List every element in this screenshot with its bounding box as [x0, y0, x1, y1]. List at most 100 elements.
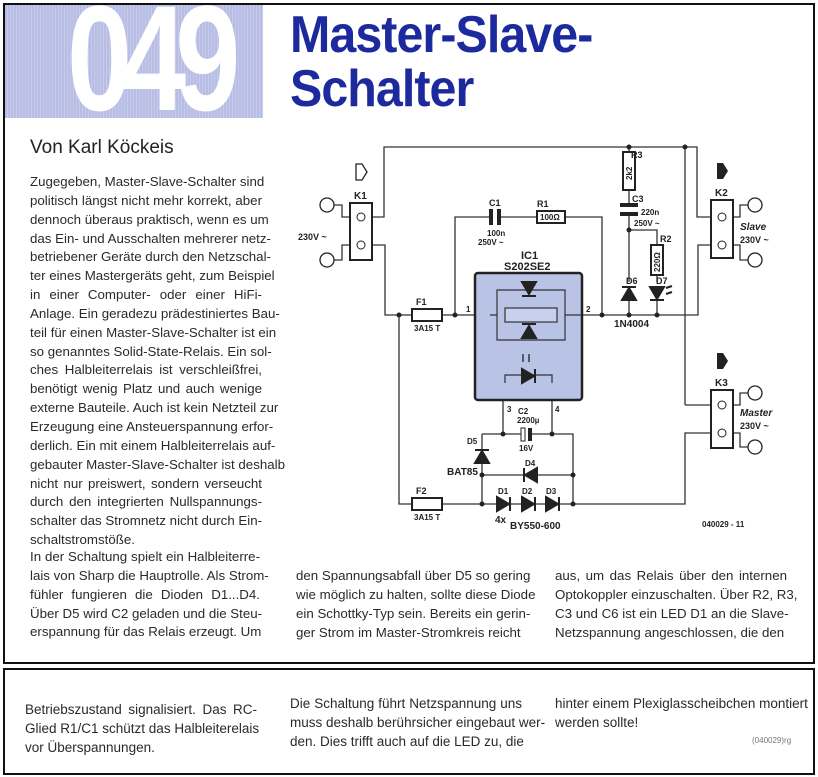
text-line: derlich. Ein mit einem Halbleiterrelais … — [30, 437, 276, 453]
text-line: Netzspannung angeschlossen, die den — [555, 624, 785, 640]
text-line: C3 und C6 ist ein LED D1 an die Slave- — [555, 605, 789, 621]
continuation-column-3: hinter einem Plexiglasscheibchen montier… — [555, 694, 808, 732]
label-c3-voltage: 250V ~ — [634, 219, 660, 228]
label-d4: D4 — [525, 459, 536, 468]
article-frame — [3, 3, 815, 664]
text-line: wie möglich zu halten, sollte diese Diod… — [296, 586, 536, 602]
label-diode-count: 4x — [495, 515, 507, 526]
label-230v-slave: 230V ~ — [740, 235, 769, 245]
text-line: Die Schaltung führt Netzspannung uns — [290, 696, 522, 711]
text-line: nicht nur preiswert, sondern verseucht — [30, 475, 262, 491]
text-line: hinter einem Plexiglasscheibchen montier… — [555, 696, 808, 711]
label-r2-value: 220Ω — [653, 252, 662, 272]
label-c3-value: 220n — [641, 208, 659, 217]
text-line: vor Überspannungen. — [25, 739, 155, 755]
label-c2-voltage: 16V — [519, 444, 534, 453]
fuse-f1 — [411, 308, 443, 322]
label-f2: F2 — [416, 486, 427, 496]
label-230v-master: 230V ~ — [740, 421, 769, 431]
byline: Von Karl Köckeis — [30, 137, 174, 158]
label-c1: C1 — [489, 198, 501, 208]
label-r3-value: 2k2 — [625, 166, 634, 180]
label-f2-value: 3A15 T — [414, 513, 440, 522]
label-d1: D1 — [498, 487, 509, 496]
label-c1-value: 100n — [487, 229, 505, 238]
text-line: so genanntes Solid-State-Relais. Ein sol… — [30, 343, 272, 359]
fuse-f2 — [411, 497, 443, 511]
label-pin4: 4 — [555, 405, 560, 414]
diode-d4 — [523, 466, 538, 484]
label-r3: R3 — [631, 150, 643, 160]
title-line-1: Master-Slave- — [290, 6, 593, 64]
led-d7 — [648, 285, 673, 301]
text-line: den Spannungsabfall über D5 so gering — [296, 568, 531, 583]
label-d3: D3 — [546, 487, 557, 496]
resistor-r3 — [622, 151, 636, 191]
resistor-r2 — [650, 244, 664, 276]
continuation-frame — [3, 668, 815, 775]
text-line: aus, um das Relais über den internen — [555, 568, 787, 583]
page-title: Master-Slave- Schalter — [290, 6, 593, 118]
text-line: dennoch überaus praktisch, wenn es um — [30, 211, 269, 227]
label-d2: D2 — [522, 487, 533, 496]
figure-id: 040029 - 11 — [702, 520, 745, 529]
text-line: gebauter Master-Slave-Schalter ist desha… — [30, 456, 285, 472]
label-pin3: 3 — [507, 405, 512, 414]
text-line: Über D5 wird C2 geladen und die Steu- — [30, 605, 263, 621]
resistor-r1 — [536, 210, 566, 224]
diode-d3 — [545, 495, 560, 513]
diode-d2 — [521, 495, 536, 513]
label-r1-value: 100Ω — [540, 213, 560, 222]
text-line: durch den integrierten Nullspannungs- — [30, 494, 262, 510]
label-c1-voltage: 250V ~ — [478, 238, 504, 247]
label-slave: Slave — [740, 222, 767, 233]
diode-d6 — [620, 286, 638, 301]
label-r1: R1 — [537, 199, 549, 209]
capacitor-c2 — [520, 427, 532, 442]
label-d7: D7 — [656, 276, 668, 286]
label-230v-input: 230V ~ — [298, 232, 327, 242]
text-line: ter eines Mastergeräts geht, zum Beispie… — [30, 268, 275, 284]
label-d5: D5 — [467, 437, 478, 446]
text-line: schalter das Stromnetz nicht durch Ein- — [30, 513, 263, 529]
label-c3: C3 — [632, 194, 644, 204]
label-d6: D6 — [626, 276, 638, 286]
text-line: ger Strom im Master-Stromkreis reicht — [296, 624, 521, 640]
text-line: ein Schottky-Typ sein. Bereits ein gerin… — [296, 605, 531, 621]
text-line: lais von Sharp die Hauptrolle. Als Strom… — [30, 567, 269, 583]
label-master: Master — [740, 408, 773, 419]
text-line: in einer Computer- oder einer HiFi- — [30, 287, 262, 303]
connector-k1 — [349, 202, 373, 261]
label-c2-value: 2200µ — [517, 416, 540, 425]
text-line: externe Bauteile. Auch ist kein Netzteil… — [30, 400, 279, 416]
capacitor-c3 — [620, 203, 638, 216]
label-r2: R2 — [660, 234, 672, 244]
text-line: werden sollte! — [555, 714, 639, 730]
article-number: 049 — [67, 5, 240, 118]
title-line-2: Schalter — [290, 60, 474, 118]
text-line: erspannung für das Relais erzeugt. Um — [30, 624, 262, 640]
capacitor-c1 — [489, 209, 501, 225]
text-line: politisch längst nicht mehr korrekt, abe… — [30, 192, 262, 208]
text-line: In der Schaltung spielt ein Halbleiterre… — [30, 549, 260, 564]
circuit-schematic: K1 230V ~ K2 Slave 230V ~ K3 Master 230V… — [298, 144, 773, 532]
text-line: betriebener Geräte durch den Netzschal- — [30, 249, 271, 265]
label-pin1: 1 — [466, 305, 471, 314]
body-column-1: In der Schaltung spielt ein Halbleiterre… — [30, 548, 269, 642]
text-line: benötigt wenig Platz und auch wenige — [30, 381, 262, 397]
output-arrow-icon — [717, 163, 728, 179]
text-line: das Ein- und Ausschalten mehrerer netz- — [30, 230, 271, 246]
text-line: Erzeugung eine Ansteuerspannung erfor- — [30, 418, 274, 434]
connector-k2 — [710, 199, 734, 259]
junctions — [396, 144, 688, 507]
label-pin2: 2 — [586, 305, 591, 314]
continuation-column-1: Betriebszustand signalisiert. Das RC-Gli… — [25, 700, 259, 757]
connector-k3 — [710, 389, 734, 449]
text-line: schaltstromstöße. — [30, 532, 135, 548]
label-ic1-type: S202SE2 — [504, 261, 550, 273]
text-line: teil für einen Master-Slave-Schalter ist… — [30, 324, 277, 340]
output-arrow-icon — [717, 353, 728, 369]
relay-ic1 — [473, 271, 584, 402]
